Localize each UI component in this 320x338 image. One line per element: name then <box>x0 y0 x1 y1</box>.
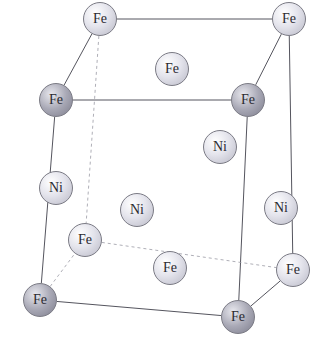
cell-edge <box>73 100 231 101</box>
atom-sphere: Fe <box>276 253 310 287</box>
cell-edge <box>64 34 92 85</box>
element-symbol: Ni <box>213 140 227 154</box>
element-symbol: Fe <box>282 12 296 26</box>
cell-edge <box>86 36 99 223</box>
atom-sphere: Fe <box>23 283 57 317</box>
element-symbol: Fe <box>49 93 63 107</box>
element-symbol: Fe <box>78 233 92 247</box>
cell-edge <box>102 242 276 267</box>
element-symbol: Fe <box>241 93 255 107</box>
element-symbol: Fe <box>33 293 47 307</box>
atom-sphere: Ni <box>120 193 154 227</box>
element-symbol: Ni <box>130 203 144 217</box>
cell-edge <box>57 301 221 315</box>
cell-edge <box>50 254 75 287</box>
atom-sphere: Fe <box>231 83 265 117</box>
atom-sphere: Fe <box>83 2 117 36</box>
element-symbol: Ni <box>274 201 288 215</box>
element-symbol: Fe <box>163 261 177 275</box>
cell-edge <box>117 19 272 20</box>
element-symbol: Fe <box>93 12 107 26</box>
atom-sphere: Ni <box>39 171 73 205</box>
cell-edge <box>256 34 282 85</box>
element-symbol: Ni <box>49 181 63 195</box>
atom-sphere: Ni <box>203 130 237 164</box>
element-symbol: Fe <box>286 263 300 277</box>
atom-sphere: Fe <box>39 83 73 117</box>
atom-sphere: Fe <box>68 223 102 257</box>
cell-edge <box>239 117 247 300</box>
atom-sphere: Fe <box>272 2 306 36</box>
element-symbol: Fe <box>231 310 245 324</box>
atom-sphere: Fe <box>153 251 187 285</box>
cell-edge <box>251 281 280 306</box>
atom-sphere: Fe <box>221 300 255 334</box>
atom-sphere: Fe <box>155 52 189 86</box>
atom-sphere: Ni <box>264 191 298 225</box>
element-symbol: Fe <box>165 62 179 76</box>
